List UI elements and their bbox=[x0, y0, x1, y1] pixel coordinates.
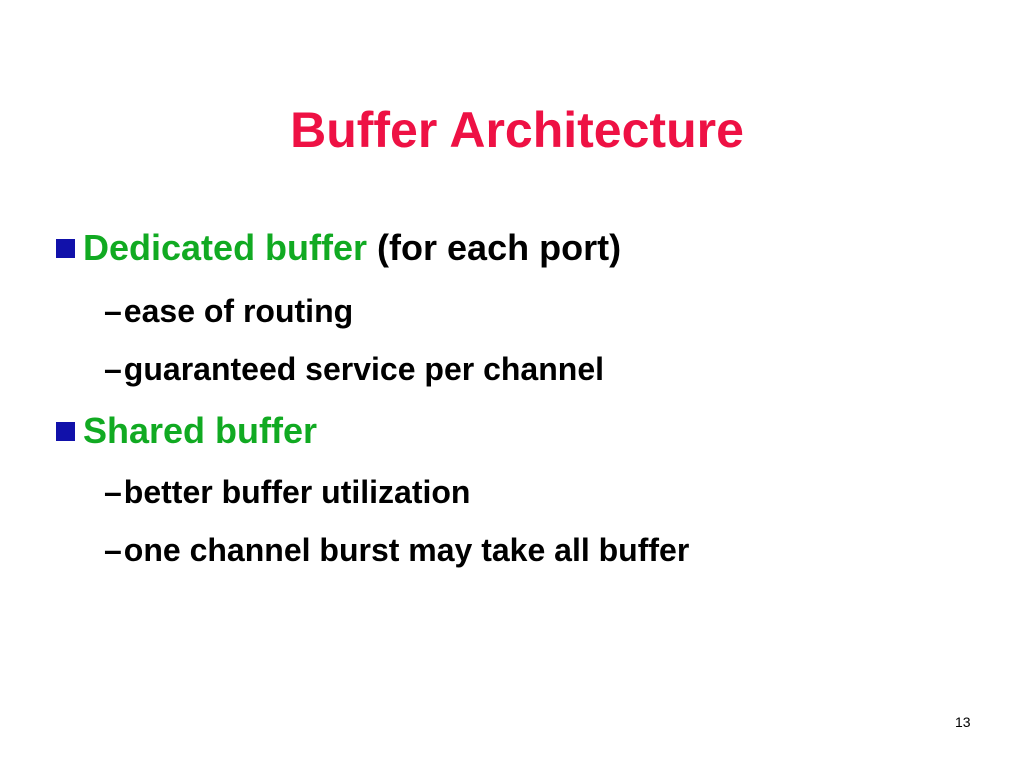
subitem-text: one channel burst may take all buffer bbox=[123, 532, 690, 568]
subitem-text: ease of routing bbox=[123, 293, 354, 329]
subitem-better-utilization: – better buffer utilization bbox=[104, 473, 470, 511]
square-bullet-icon bbox=[56, 421, 75, 441]
slide-title: Buffer Architecture bbox=[290, 102, 744, 158]
square-bullet-icon bbox=[56, 238, 75, 258]
bullet-text: Dedicated buffer (for each port) bbox=[83, 226, 621, 270]
bullet-highlight: Shared buffer bbox=[83, 410, 318, 451]
bullet-rest: (for each port) bbox=[367, 227, 622, 268]
dash-bullet-icon: – bbox=[104, 351, 122, 387]
bullet-shared-buffer: Shared buffer bbox=[56, 409, 317, 453]
subitem-ease-of-routing: – ease of routing bbox=[104, 292, 353, 330]
dash-bullet-icon: – bbox=[104, 293, 122, 329]
bullet-highlight: Dedicated buffer bbox=[83, 227, 368, 268]
dash-bullet-icon: – bbox=[104, 474, 122, 510]
subitem-text: better buffer utilization bbox=[123, 474, 471, 510]
subitem-channel-burst: – one channel burst may take all buffer bbox=[104, 531, 689, 569]
dash-bullet-icon: – bbox=[104, 532, 122, 568]
subitem-text: guaranteed service per channel bbox=[123, 351, 604, 387]
subitem-guaranteed-service: – guaranteed service per channel bbox=[104, 350, 604, 388]
bullet-dedicated-buffer: Dedicated buffer (for each port) bbox=[56, 226, 621, 270]
page-number: 13 bbox=[955, 714, 971, 730]
bullet-text: Shared buffer bbox=[83, 409, 317, 453]
